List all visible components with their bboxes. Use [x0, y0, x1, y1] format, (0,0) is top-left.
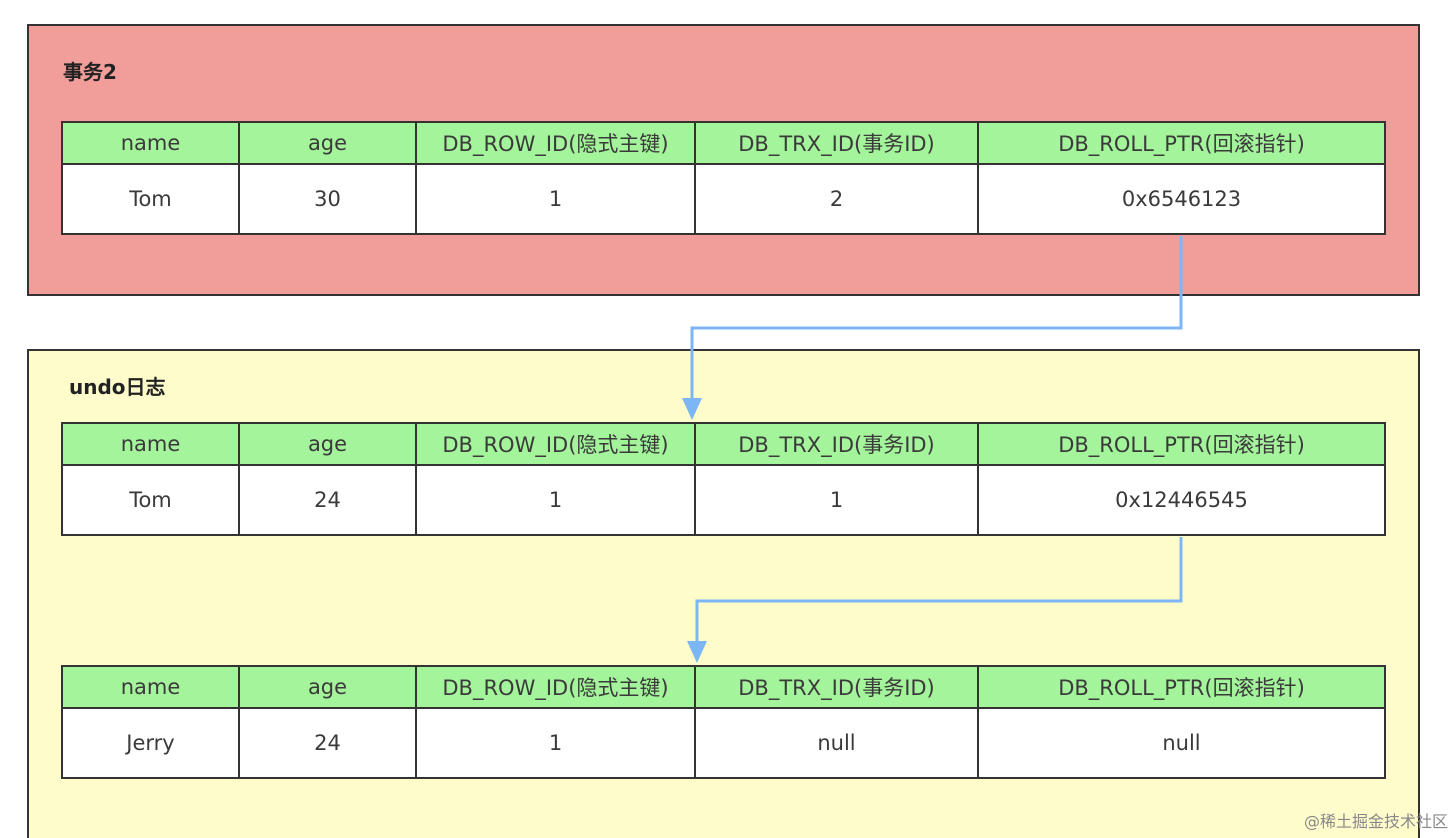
- cell-db-trx-id: null: [694, 707, 979, 779]
- table-row: Tom 24 1 1 0x12446545: [61, 464, 1386, 536]
- cell-db-row-id: 1: [415, 163, 696, 235]
- table-header-row: name age DB_ROW_ID(隐式主键) DB_TRX_ID(事务ID)…: [61, 121, 1386, 165]
- header-db-trx-id: DB_TRX_ID(事务ID): [694, 121, 979, 165]
- cell-age: 24: [238, 707, 417, 779]
- transaction-panel-title: 事务2: [63, 60, 117, 84]
- header-db-trx-id: DB_TRX_ID(事务ID): [694, 665, 979, 709]
- undo-log-panel-title: undo日志: [69, 375, 166, 399]
- cell-db-roll-ptr: 0x6546123: [977, 163, 1386, 235]
- header-name: name: [61, 665, 240, 709]
- cell-age: 30: [238, 163, 417, 235]
- header-age: age: [238, 665, 417, 709]
- header-db-trx-id: DB_TRX_ID(事务ID): [694, 422, 979, 466]
- header-db-roll-ptr: DB_ROLL_PTR(回滚指针): [977, 665, 1386, 709]
- header-age: age: [238, 121, 417, 165]
- undo-record-table-2: name age DB_ROW_ID(隐式主键) DB_TRX_ID(事务ID)…: [61, 665, 1386, 779]
- table-header-row: name age DB_ROW_ID(隐式主键) DB_TRX_ID(事务ID)…: [61, 665, 1386, 709]
- cell-db-trx-id: 2: [694, 163, 979, 235]
- header-db-roll-ptr: DB_ROLL_PTR(回滚指针): [977, 121, 1386, 165]
- cell-name: Jerry: [61, 707, 240, 779]
- cell-db-roll-ptr: 0x12446545: [977, 464, 1386, 536]
- cell-age: 24: [238, 464, 417, 536]
- cell-name: Tom: [61, 464, 240, 536]
- cell-name: Tom: [61, 163, 240, 235]
- cell-db-trx-id: 1: [694, 464, 979, 536]
- header-db-row-id: DB_ROW_ID(隐式主键): [415, 422, 696, 466]
- header-db-roll-ptr: DB_ROLL_PTR(回滚指针): [977, 422, 1386, 466]
- cell-db-roll-ptr: null: [977, 707, 1386, 779]
- header-db-row-id: DB_ROW_ID(隐式主键): [415, 121, 696, 165]
- header-name: name: [61, 121, 240, 165]
- cell-db-row-id: 1: [415, 707, 696, 779]
- watermark: @稀土掘金技术社区: [1303, 812, 1448, 831]
- table-header-row: name age DB_ROW_ID(隐式主键) DB_TRX_ID(事务ID)…: [61, 422, 1386, 466]
- cell-db-row-id: 1: [415, 464, 696, 536]
- table-row: Jerry 24 1 null null: [61, 707, 1386, 779]
- undo-record-table-1: name age DB_ROW_ID(隐式主键) DB_TRX_ID(事务ID)…: [61, 422, 1386, 536]
- header-db-row-id: DB_ROW_ID(隐式主键): [415, 665, 696, 709]
- header-name: name: [61, 422, 240, 466]
- header-age: age: [238, 422, 417, 466]
- transaction-record-table: name age DB_ROW_ID(隐式主键) DB_TRX_ID(事务ID)…: [61, 121, 1386, 235]
- table-row: Tom 30 1 2 0x6546123: [61, 163, 1386, 235]
